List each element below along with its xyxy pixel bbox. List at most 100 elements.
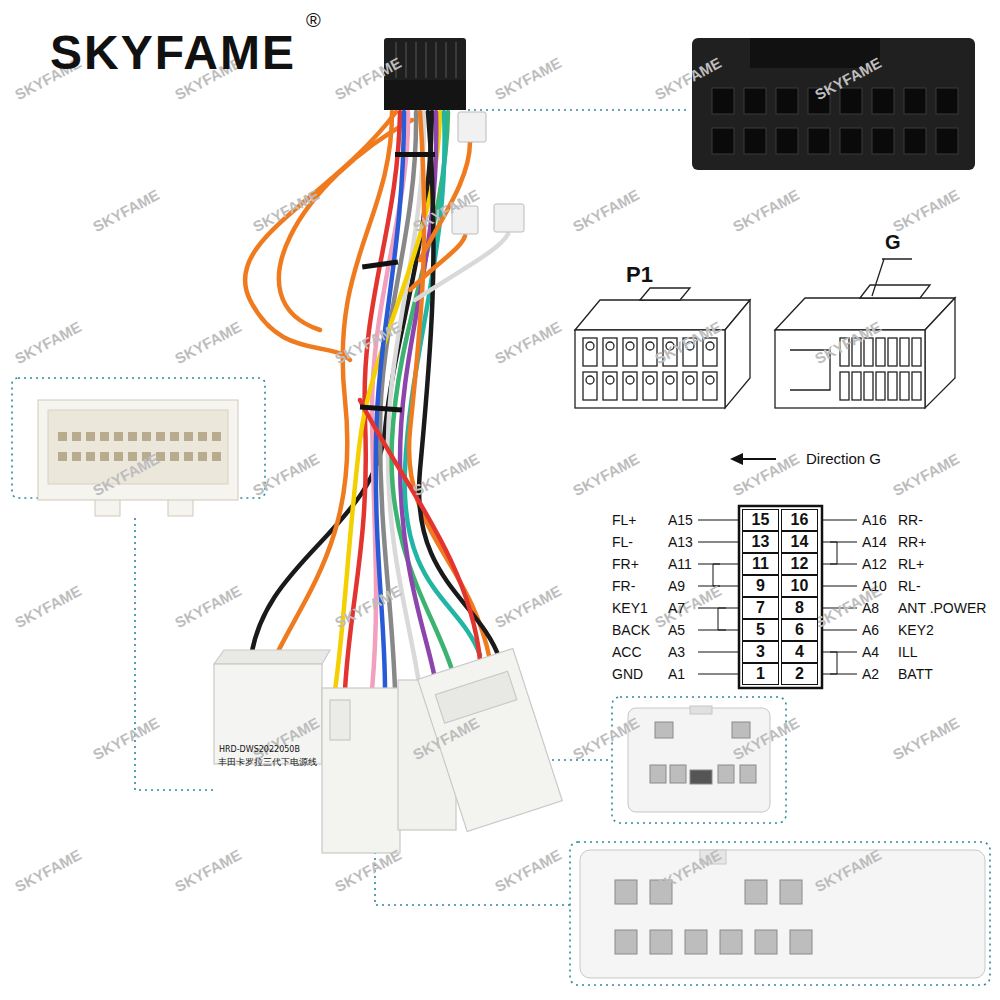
label-holder: SKYFAME <box>12 334 85 352</box>
radio-plug-photo <box>872 88 894 114</box>
watermark: SKYFAME <box>730 186 802 236</box>
pin-cell: 3 <box>742 641 779 663</box>
p1-drawing <box>643 372 657 400</box>
pin-leader <box>830 542 837 564</box>
pin-cell: 7 <box>742 597 779 619</box>
car-plug-photo <box>745 880 767 904</box>
guide-line <box>468 109 690 111</box>
g-drawing <box>888 372 897 400</box>
pin-leader <box>698 674 739 675</box>
watermark: SKYFAME <box>90 450 162 500</box>
label-holder: A3 <box>668 643 685 661</box>
p1-drawing <box>603 372 617 400</box>
label-holder: SKYFAME <box>332 862 405 880</box>
pin-cell: 5 <box>742 619 779 641</box>
signal-name: KEY2 <box>898 622 934 639</box>
p1-drawing <box>583 338 597 366</box>
g-drawing <box>775 259 955 408</box>
watermark: SKYFAME <box>90 186 162 236</box>
pin-leader <box>822 630 857 631</box>
wire-bundle <box>245 112 508 690</box>
direction-arrow <box>740 458 776 460</box>
label-holder: SKYFAME <box>812 334 885 352</box>
car-plug-photo <box>580 850 985 978</box>
radio-plug-photo <box>692 38 975 170</box>
guide-line <box>12 110 990 985</box>
radio-connector <box>170 432 179 441</box>
label-holder: A11 <box>668 555 692 573</box>
watermark: SKYFAME <box>730 450 802 500</box>
label-holder: SKYFAME <box>492 598 565 616</box>
pin-code: A11 <box>668 556 692 573</box>
radio-plug-photo <box>904 88 926 114</box>
pin-number: 7 <box>756 598 765 617</box>
label-holder: SKYFAME <box>492 70 565 88</box>
watermark: SKYFAME <box>410 450 482 500</box>
brand-logo: SKYFAME <box>50 24 296 82</box>
car-plug-photo <box>650 930 672 954</box>
label-holder: A16 <box>862 511 887 529</box>
wire-bundle <box>410 236 465 290</box>
label-holder: SKYFAME <box>812 70 885 88</box>
pin-number: 6 <box>795 620 804 639</box>
radio-connector <box>72 432 81 441</box>
g-drawing <box>900 372 909 400</box>
watermark: SKYFAME <box>652 318 724 368</box>
p1-drawing <box>686 376 694 384</box>
radio-plug-photo <box>936 88 958 114</box>
pin-code: A15 <box>668 512 693 529</box>
pin-cell: 8 <box>781 597 818 619</box>
guide-line <box>570 842 990 985</box>
label-holder: SKYFAME <box>652 598 725 616</box>
radio-connector <box>212 432 221 441</box>
cable-tie <box>362 260 398 270</box>
guide-line <box>12 378 265 498</box>
pin-number: 9 <box>756 576 765 595</box>
label-holder: KEY2 <box>898 621 934 639</box>
cable-tie <box>395 152 435 157</box>
signal-name: FL- <box>612 534 633 551</box>
label-holder: A14 <box>862 533 887 551</box>
car-plug-photo <box>670 765 686 783</box>
pin-code: A10 <box>862 578 887 595</box>
label-holder: SKYFAME <box>90 202 163 220</box>
g-drawing <box>900 338 909 366</box>
p1-drawing <box>586 376 594 384</box>
p1-drawing <box>725 300 750 408</box>
p1-drawing <box>640 288 690 300</box>
label-holder: SKYFAME <box>890 466 963 484</box>
g-drawing <box>876 372 885 400</box>
label-holder: SKYFAME <box>652 862 725 880</box>
p1-drawing <box>703 372 717 400</box>
pin-number: 1 <box>756 664 765 683</box>
watermark: SKYFAME <box>492 846 564 896</box>
radio-plug-photo <box>840 128 862 154</box>
radio-connector <box>114 452 123 461</box>
p1-drawing <box>646 376 654 384</box>
signal-name: FR- <box>612 578 635 595</box>
pin-cell: 16 <box>781 509 818 531</box>
pin-leader <box>739 506 822 688</box>
label-holder: SKYFAME <box>332 598 405 616</box>
label-holder: SKYFAME <box>172 598 245 616</box>
pin-cell: 10 <box>781 575 818 597</box>
wire-bundle <box>360 400 480 660</box>
pin-number: 4 <box>795 642 804 661</box>
p1-drawing <box>623 372 637 400</box>
wire-bundle <box>279 120 412 330</box>
p1-drawing <box>666 376 674 384</box>
pin-code: A8 <box>862 600 879 617</box>
car-plug-photo <box>732 722 750 738</box>
watermark: SKYFAME <box>332 54 404 104</box>
pin-leader <box>822 520 857 521</box>
watermark: SKYFAME <box>492 582 564 632</box>
watermark: SKYFAME <box>492 318 564 368</box>
pin-number: 16 <box>791 510 809 529</box>
label-holder: A12 <box>862 555 887 573</box>
signal-name: BACK <box>612 622 650 639</box>
label-holder: SKYFAME <box>410 466 483 484</box>
head-connector <box>494 204 524 232</box>
watermark: SKYFAME <box>332 318 404 368</box>
car-plug-photo <box>650 765 666 783</box>
